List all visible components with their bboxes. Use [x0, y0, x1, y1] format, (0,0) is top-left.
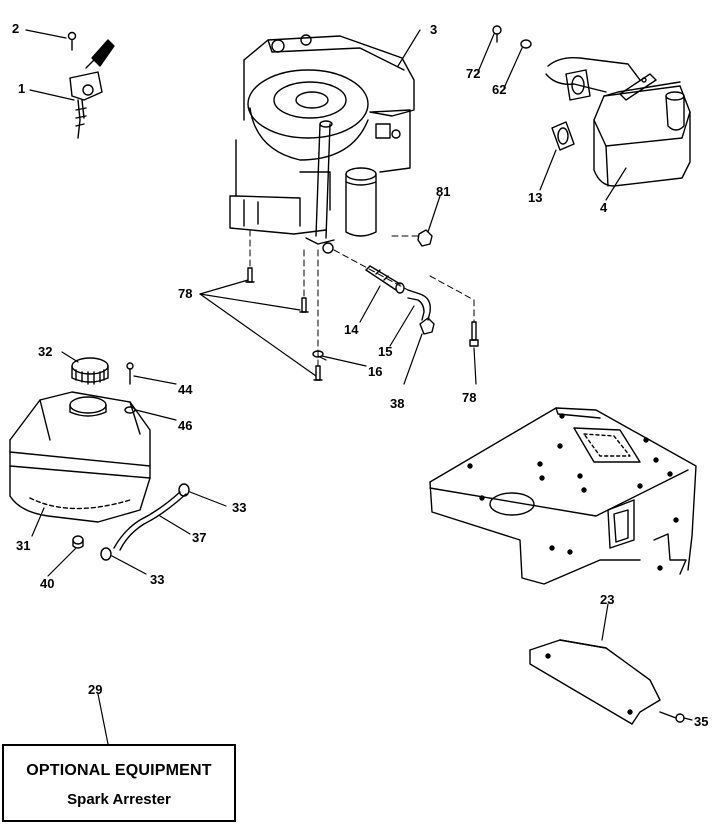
- callout-2: 2: [12, 21, 19, 36]
- callout-44: 44: [178, 382, 193, 397]
- callout-29: 29: [88, 682, 102, 697]
- screw-2: [67, 31, 77, 51]
- optional-equipment-item: Spark Arrester: [67, 791, 171, 808]
- callout-40: 40: [40, 576, 54, 591]
- callout-14: 14: [344, 322, 359, 337]
- callout-32: 32: [38, 344, 52, 359]
- callout-38: 38: [390, 396, 404, 411]
- engine: [229, 34, 415, 254]
- bolts-78: [245, 267, 479, 381]
- drain-fittings: [365, 265, 435, 335]
- fuel-tank: [9, 391, 151, 523]
- washer-46: [124, 406, 136, 414]
- optional-equipment-box: OPTIONAL EQUIPMENT Spark Arrester: [2, 744, 236, 822]
- throttle-control: [69, 39, 115, 139]
- bushing-40: [72, 535, 84, 549]
- callout-72: 72: [466, 66, 480, 81]
- fuel-cap-32: [71, 357, 109, 385]
- washer-62: [520, 39, 532, 49]
- callout-16: 16: [368, 364, 382, 379]
- heat-shield-23: [529, 639, 661, 725]
- muffler: [545, 56, 691, 187]
- callout-23: 23: [600, 592, 614, 607]
- gasket-13: [551, 121, 575, 151]
- callout-78-left: 78: [178, 286, 192, 301]
- callout-35: 35: [694, 714, 708, 729]
- callout-3: 3: [430, 22, 437, 37]
- nut-81: [417, 229, 433, 247]
- callout-33-bottom: 33: [150, 572, 164, 587]
- clamp-33-bottom: [100, 547, 112, 561]
- fuel-line-37: [113, 491, 187, 551]
- callout-1: 1: [18, 81, 25, 96]
- chassis-plate: [429, 407, 697, 585]
- screw-35: [659, 711, 685, 723]
- callout-4: 4: [600, 200, 608, 215]
- clamp-33-top: [178, 483, 190, 497]
- alignment-lines: [249, 229, 475, 367]
- gasket-62: [565, 69, 591, 101]
- optional-equipment-title: OPTIONAL EQUIPMENT: [26, 762, 212, 779]
- callout-31: 31: [16, 538, 30, 553]
- leader-lines: [25, 29, 693, 745]
- screw-44: [126, 362, 134, 385]
- callout-15: 15: [378, 344, 392, 359]
- callout-numbers: 1 2 3 72 62 13 4 81 78 14 15 16 38 78 32…: [12, 21, 708, 729]
- callout-33-top: 33: [232, 500, 246, 515]
- screw-72: [492, 25, 502, 43]
- callout-46: 46: [178, 418, 192, 433]
- callout-62: 62: [492, 82, 506, 97]
- callout-81: 81: [436, 184, 450, 199]
- callout-78-right: 78: [462, 390, 476, 405]
- callout-37: 37: [192, 530, 206, 545]
- callout-13: 13: [528, 190, 542, 205]
